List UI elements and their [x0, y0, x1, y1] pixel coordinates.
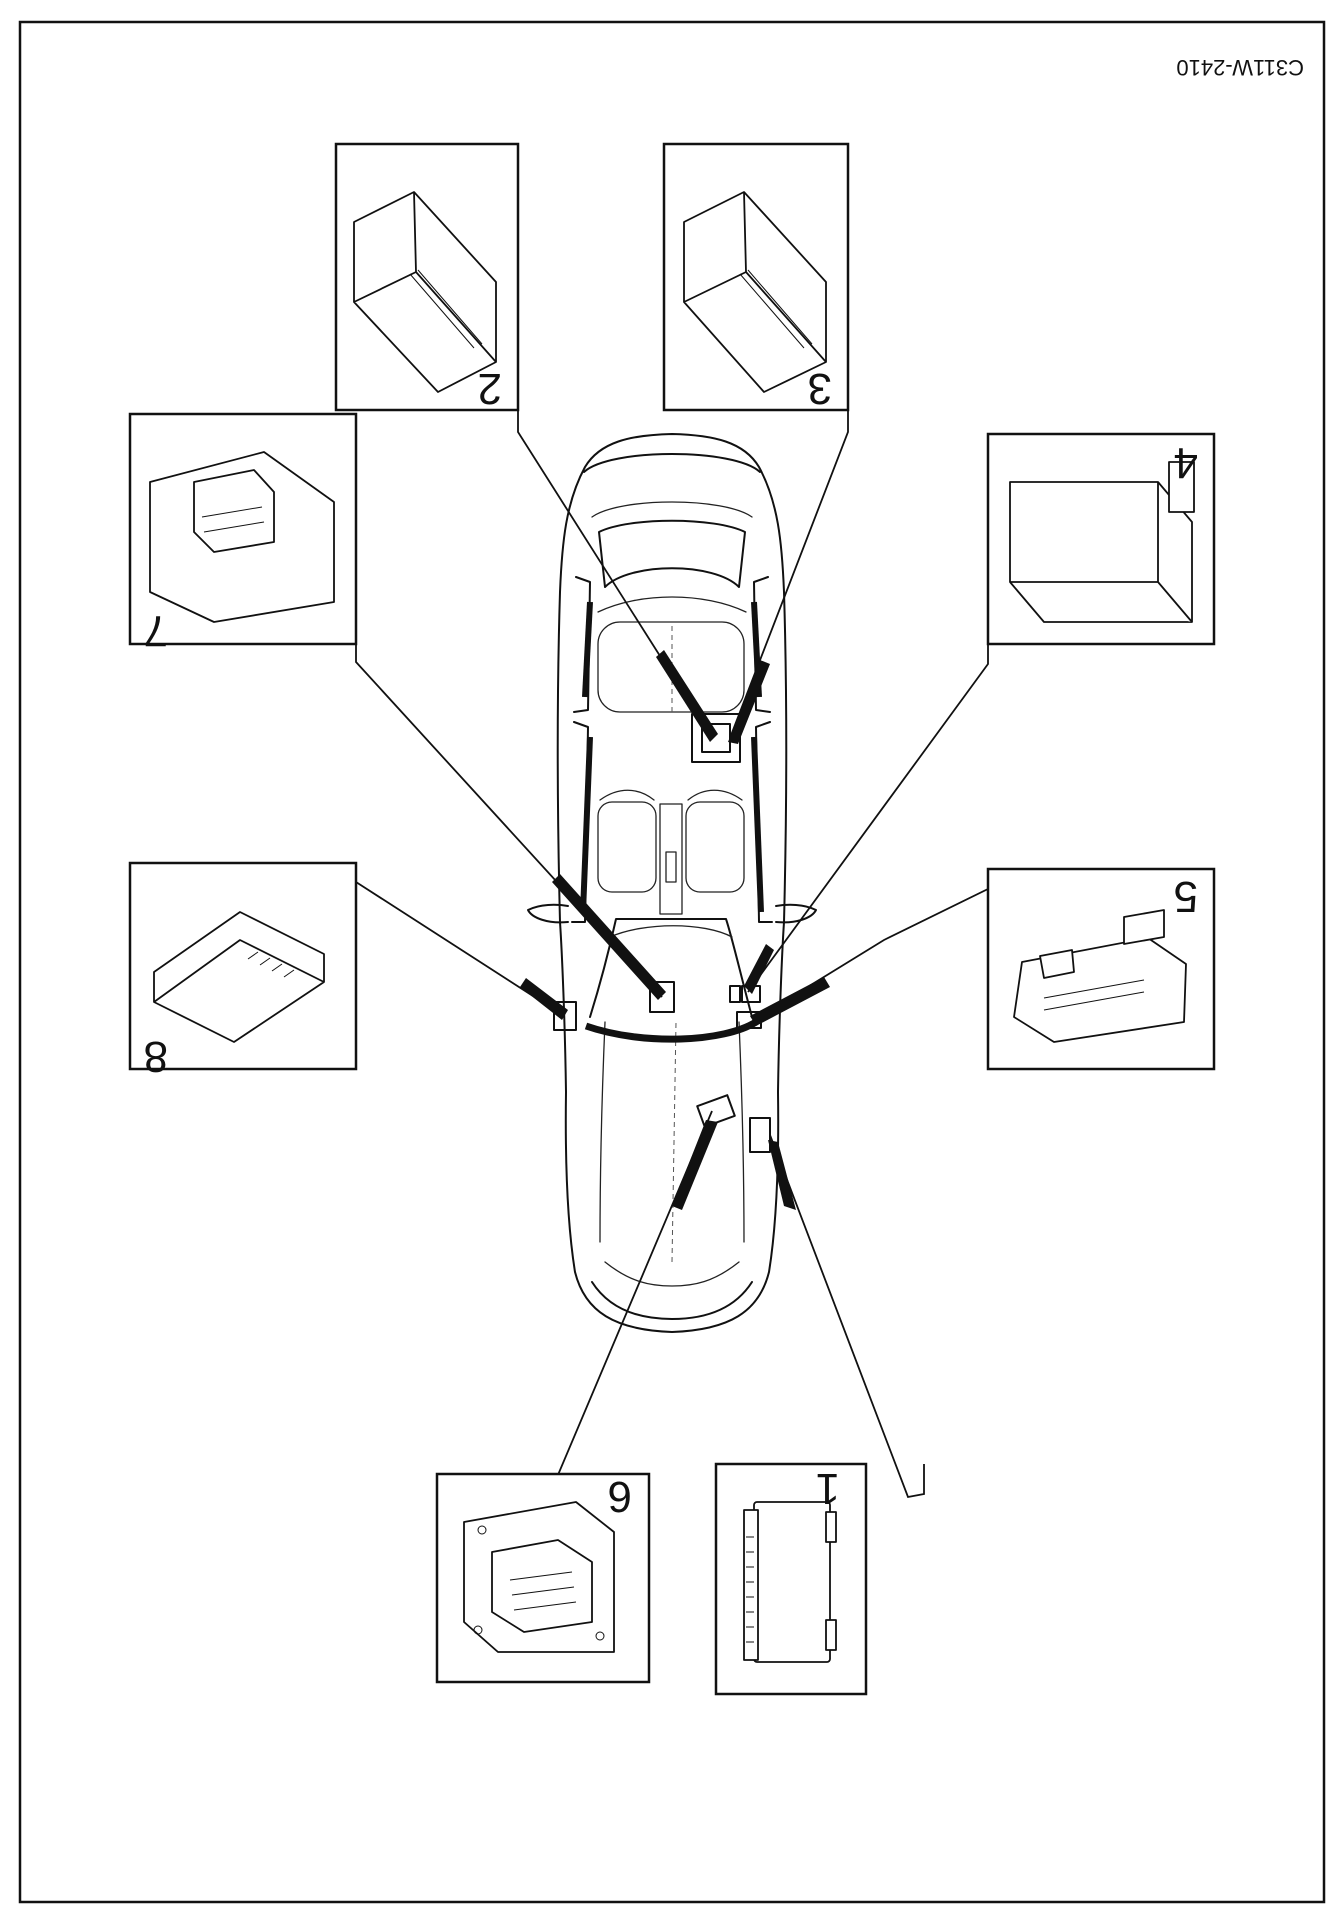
front-bumper-line: [591, 1281, 753, 1320]
leader-tip-2: [656, 650, 718, 742]
leader-tip-7: [552, 874, 666, 1000]
marker-module-1: [749, 1117, 771, 1153]
ecu-module-3: [683, 191, 827, 393]
leader-tip-4: [744, 944, 774, 994]
callout-label-4: 4: [1174, 438, 1198, 487]
leader-tip-8: [520, 978, 568, 1020]
window-right-rear: [582, 601, 593, 698]
callout-label-2: 2: [478, 364, 502, 413]
callout-box-2: 2: [334, 142, 520, 413]
callout-label-1: 1: [816, 1464, 840, 1513]
gear-lever: [665, 851, 677, 883]
callout-label-3: 3: [808, 364, 832, 413]
rear-bumper: [583, 453, 761, 473]
leader-tip-5: [750, 977, 830, 1026]
window-right-front: [580, 736, 593, 913]
rear-window: [598, 519, 746, 588]
rotated-diagram: 1 6 5: [128, 55, 1304, 1696]
callout-box-4: 4: [986, 432, 1216, 646]
ecu-module-7: [149, 451, 335, 623]
front-grille-line: [604, 1261, 740, 1287]
mirror-left: [775, 903, 817, 924]
front-seat-left-back: [687, 789, 743, 801]
leader-6: [527, 1110, 713, 1510]
hood-center: [671, 1021, 677, 1263]
center-console: [659, 803, 683, 915]
leader-tip-3: [728, 660, 770, 744]
callout-label-7: 7: [144, 606, 168, 655]
callout-box-8: 8: [128, 861, 358, 1081]
callout-box-6: 6: [435, 1472, 651, 1684]
leader-4: [747, 644, 989, 993]
callout-label-5: 5: [1174, 872, 1198, 921]
windscreen: [589, 918, 753, 1018]
outer-border: [18, 20, 1326, 1904]
rear-seat-back: [597, 596, 747, 613]
car-top-view: [527, 433, 817, 1333]
front-seat-right: [597, 801, 657, 893]
leader-3: [729, 410, 849, 739]
leader-1: [769, 1134, 925, 1499]
ecu-module-1: [743, 1501, 837, 1663]
car-body-outline: [556, 433, 788, 1333]
marker-module-6: [696, 1094, 736, 1128]
windscreen-base: [584, 1018, 758, 1043]
front-seat-left: [685, 801, 745, 893]
marker-module-4b: [729, 985, 741, 1003]
leader-2: [517, 410, 713, 739]
callout-box-5: 5: [986, 867, 1216, 1071]
callout-box-1: 1: [714, 1462, 868, 1696]
leader-tip-1: [768, 1140, 796, 1210]
leader-tip-6: [672, 1120, 718, 1210]
ecu-module-8: [153, 911, 325, 1043]
ecu-module-2: [353, 191, 497, 393]
ecu-module-4: [1009, 461, 1195, 623]
trunk-line: [591, 501, 753, 518]
dashboard-line: [609, 925, 733, 938]
reference-code: C311W-2410: [1176, 55, 1304, 80]
ecu-module-6: [463, 1501, 615, 1653]
rear-seat: [597, 621, 745, 713]
hood-line-left: [738, 1021, 745, 1243]
window-left-front: [751, 736, 764, 913]
marker-module-8: [553, 1001, 577, 1031]
front-seat-right-back: [599, 789, 655, 801]
callout-label-8: 8: [144, 1032, 168, 1081]
callout-box-7: 7: [128, 412, 358, 655]
hood-line-right: [599, 1021, 606, 1243]
mirror-right: [527, 903, 569, 924]
marker-module-7: [649, 981, 675, 1013]
leader-lines: [355, 410, 989, 1510]
callout-box-3: 3: [662, 142, 850, 413]
callout-label-6: 6: [608, 1472, 632, 1521]
ecu-module-5: [1013, 909, 1187, 1043]
